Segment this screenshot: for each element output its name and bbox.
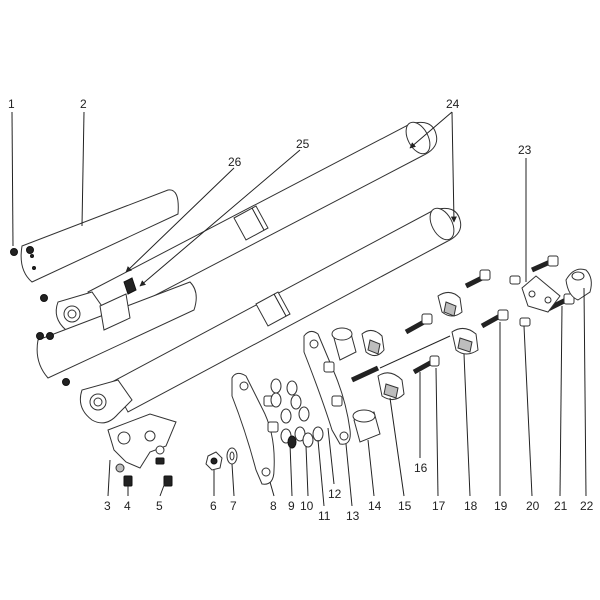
callout-26: 26: [228, 155, 242, 169]
callout-14: 14: [368, 499, 382, 513]
leader-10: [305, 445, 309, 497]
leader-9: [289, 443, 293, 497]
leader-lines: [11, 111, 587, 507]
leader-17: [435, 367, 439, 497]
callout-3: 3: [104, 499, 111, 513]
leader-25: [139, 149, 301, 287]
leader-20: [523, 325, 533, 497]
clamp-22: [565, 268, 592, 301]
callout-22: 22: [580, 499, 594, 513]
callout-10: 10: [300, 499, 314, 513]
fork-leg-lower: [79, 207, 462, 424]
callout-1: 1: [8, 97, 15, 111]
bolt-5: [155, 457, 173, 487]
clamp-sleeve-lower: [352, 409, 381, 443]
leader-13: [345, 443, 353, 507]
callout-8: 8: [270, 499, 277, 513]
bar-clamp-15-lower: [377, 372, 405, 400]
bolt-upper-right: [464, 255, 559, 289]
callout-labels: 1 2 24 26 25 23 3 4 5 6 7 8 9 10 11 12 1…: [8, 97, 594, 523]
callout-16: 16: [414, 461, 428, 475]
callout-24: 24: [446, 97, 460, 111]
leader-21: [559, 305, 563, 497]
fork-guard-upper: [20, 189, 179, 283]
bolt-4: [123, 475, 133, 487]
leader-22: [583, 287, 587, 497]
bolt-19: [480, 309, 509, 329]
hardware-stack: [270, 378, 324, 449]
callout-12: 12: [328, 487, 342, 501]
callout-9: 9: [288, 499, 295, 513]
washer-7: [226, 447, 238, 465]
callout-15: 15: [398, 499, 412, 513]
lower-triple-clamp: [231, 372, 279, 485]
callout-2: 2: [80, 97, 87, 111]
bar-clamp-15-upper: [361, 330, 385, 356]
bracket-plate: [521, 275, 561, 313]
bolt-16-lower: [350, 335, 451, 383]
leader-11: [317, 439, 325, 507]
bolt-17: [412, 355, 440, 375]
leader-1: [11, 111, 14, 247]
callout-25: 25: [296, 137, 310, 151]
leader-2: [81, 111, 85, 227]
callout-18: 18: [464, 499, 478, 513]
leader-12: [327, 427, 335, 485]
callout-6: 6: [210, 499, 217, 513]
bolt-16-upper: [404, 313, 433, 335]
callout-4: 4: [124, 499, 131, 513]
leader-24a: [409, 111, 453, 149]
spacer-20-lower: [519, 317, 531, 327]
callout-23: 23: [518, 143, 532, 157]
spacer-20-upper: [509, 275, 521, 285]
guard-screws: [10, 246, 70, 386]
leader-5: [159, 479, 167, 497]
callout-20: 20: [526, 499, 540, 513]
nut-6: [205, 451, 223, 471]
callout-21: 21: [554, 499, 568, 513]
caliper-bracket: [107, 413, 177, 473]
callout-5: 5: [156, 499, 163, 513]
callout-11: 11: [318, 509, 331, 523]
upper-triple-clamp: [303, 330, 351, 445]
leader-3: [107, 459, 111, 497]
leader-26: [125, 167, 235, 273]
leader-18: [463, 353, 471, 497]
callout-13: 13: [346, 509, 360, 523]
leader-7: [231, 463, 235, 497]
bar-clamp-18-upper: [437, 292, 463, 317]
clamp-sleeve-upper: [331, 327, 357, 361]
leader-8: [269, 481, 275, 497]
leader-24b: [450, 111, 457, 223]
fork-guard-lower: [36, 277, 197, 379]
leader-15: [389, 397, 405, 497]
callout-19: 19: [494, 499, 508, 513]
bar-clamp-18-lower: [451, 328, 479, 355]
callout-7: 7: [230, 499, 237, 513]
callout-17: 17: [432, 499, 446, 513]
leader-14: [367, 439, 375, 497]
